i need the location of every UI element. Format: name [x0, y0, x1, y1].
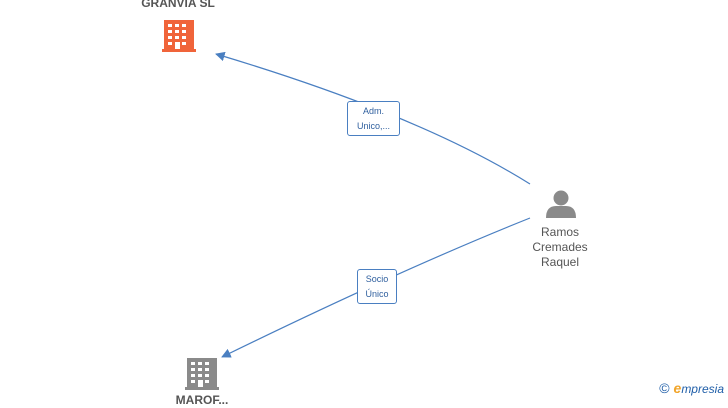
person-name-line-2: Cremades [532, 240, 588, 254]
empresia-logo: ©empresia [659, 380, 724, 396]
brand-first-letter: e [673, 380, 682, 396]
building-icon[interactable] [162, 20, 196, 52]
edge-label-line-2: Unico,... [356, 121, 390, 131]
edge-label-line-1: Socio [365, 274, 389, 284]
company-name-top[interactable]: GRANVIA SL [141, 0, 215, 10]
copyright-symbol: © [659, 380, 670, 396]
edge-label-adm-unico[interactable]: Adm. Unico,... [347, 101, 400, 136]
edge-label-socio-unico[interactable]: Socio Único [357, 269, 397, 304]
person-name-line-3: Raquel [540, 255, 580, 269]
edge-label-line-1: Adm. [362, 106, 384, 116]
person-name[interactable]: Ramos Cremades Raquel [510, 225, 610, 270]
building-icon[interactable] [185, 358, 219, 390]
company-name-bottom[interactable]: MAROF... [175, 393, 229, 407]
person-icon[interactable] [546, 190, 576, 219]
person-name-line-1: Ramos [540, 225, 579, 239]
brand-name: mpresia [681, 382, 724, 396]
edge-label-line-2: Único [365, 289, 389, 299]
